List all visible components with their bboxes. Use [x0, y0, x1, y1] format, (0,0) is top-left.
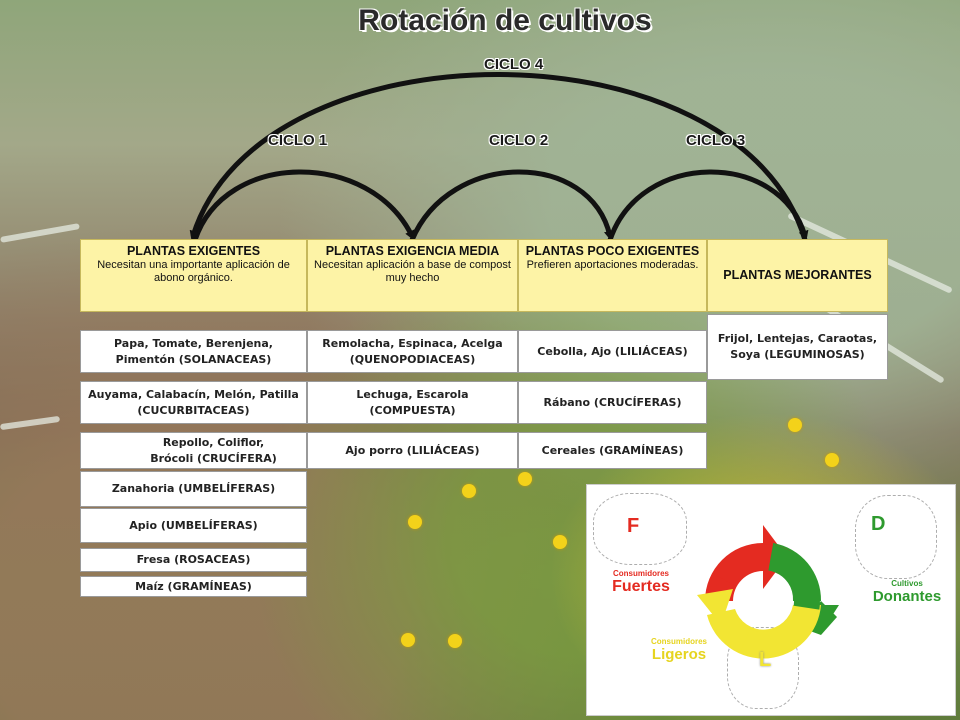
yellow-flower [408, 515, 422, 529]
header-plantas-exigentes: PLANTAS EXIGENTES Necesitan una importan… [80, 239, 307, 312]
header-subtitle: Necesitan una importante aplicación de a… [97, 259, 290, 284]
rotation-cycle-diagram: F D L Consumidores Fuertes Cultivos Dona… [586, 484, 956, 716]
cycle-2-label: CICLO 2 [489, 132, 549, 149]
yellow-flower [401, 633, 415, 647]
onion-sketch [727, 627, 799, 709]
page-title: Rotación de cultivos [358, 4, 652, 37]
crop-cell: Repollo, Coliflor, Brócoli (CRUCÍFERA) [80, 432, 307, 469]
yellow-flower [825, 453, 839, 467]
consumidores-ligeros-label: Consumidores Ligeros [650, 637, 707, 663]
crop-cell: Maíz (GRAMÍNEAS) [80, 576, 307, 597]
yellow-flower [553, 535, 567, 549]
crop-cell: Remolacha, Espinaca, Acelga (QUENOPODIAC… [307, 330, 518, 373]
letter-d: D [871, 513, 886, 535]
letter-f: F [627, 515, 640, 537]
legume-sketch [855, 495, 937, 579]
crop-cell: Frijol, Lentejas, Caraotas, Soya (LEGUMI… [707, 314, 888, 380]
cycle-2-arrow [409, 169, 614, 241]
cycle-3-label: CICLO 3 [686, 132, 746, 149]
cycle-4-label: CICLO 4 [484, 56, 544, 73]
crop-cell: Papa, Tomate, Berenjena, Pimentón (SOLAN… [80, 330, 307, 373]
crop-cell: Ajo porro (LILIÁCEAS) [307, 432, 518, 469]
crop-cell: Rábano (CRUCÍFERAS) [518, 381, 707, 424]
header-title: PLANTAS EXIGENTES [126, 244, 261, 258]
header-subtitle: Necesitan aplicación a base de compost m… [314, 259, 511, 284]
crop-cell: Auyama, Calabacín, Melón, Patilla (CUCUR… [80, 381, 307, 424]
cultivos-donantes-label: Cultivos Donantes [872, 579, 942, 605]
header-title: PLANTAS EXIGENCIA MEDIA [325, 244, 500, 258]
consumidores-fuertes-label: Consumidores Fuertes [612, 569, 670, 595]
cycle-ring [697, 525, 839, 659]
crop-cell: Apio (UMBELÍFERAS) [80, 508, 307, 543]
header-plantas-poco-exigentes: PLANTAS POCO EXIGENTES Prefieren aportac… [518, 239, 707, 312]
crop-cell: Cebolla, Ajo (LILIÁCEAS) [518, 330, 707, 373]
header-title: PLANTAS MEJORANTES [723, 268, 872, 282]
header-subtitle: Prefieren aportaciones moderadas. [526, 259, 699, 271]
header-plantas-exigencia-media: PLANTAS EXIGENCIA MEDIA Necesitan aplica… [307, 239, 518, 312]
letter-l: L [759, 649, 772, 671]
header-title: PLANTAS POCO EXIGENTES [525, 244, 700, 258]
header-plantas-mejorantes: PLANTAS MEJORANTES [707, 239, 888, 312]
yellow-flower [518, 472, 532, 486]
vegetable-sketch [593, 493, 687, 565]
yellow-flower [788, 418, 802, 432]
yellow-flower [462, 484, 476, 498]
crop-cell: Cereales (GRAMÍNEAS) [518, 432, 707, 469]
cycle-1-arrow [192, 169, 415, 241]
yellow-flower [448, 634, 462, 648]
crop-cell: Fresa (ROSACEAS) [80, 548, 307, 572]
cycle-1-label: CICLO 1 [268, 132, 328, 149]
cycle-4-arrow [189, 72, 808, 241]
crop-cell: Lechuga, Escarola (COMPUESTA) [307, 381, 518, 424]
crop-cell: Zanahoria (UMBELÍFERAS) [80, 471, 307, 507]
